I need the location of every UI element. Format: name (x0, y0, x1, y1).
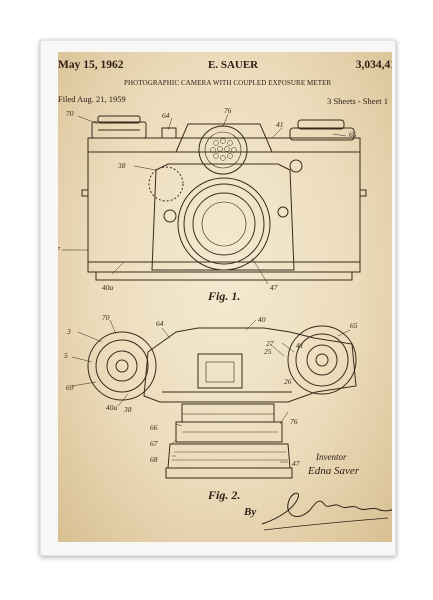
fig1-ref-47: 47 (270, 283, 278, 292)
fig2-ref-76: 76 (290, 417, 298, 426)
patent-number: 3,034,41 (355, 59, 392, 71)
fig1-ref-40a: 40a (102, 283, 114, 292)
fig2-ref-67: 67 (150, 439, 158, 448)
fig2-ref-47: 47 (292, 459, 300, 468)
patent-title: PHOTOGRAPHIC CAMERA WITH COUPLED EXPOSUR… (124, 79, 332, 87)
attorney-signature (261, 492, 392, 531)
patent-filed-date: Filed Aug. 21, 1959 (58, 94, 126, 104)
fig2-ref-69: 69 (66, 383, 74, 392)
fig1-label: Fig. 1. (208, 289, 241, 303)
fig2-ref-64: 64 (156, 319, 164, 328)
fig2-camera-top-drawing: 3 70 64 40 65 5 27 25 41 69 26 40a 38 66… (64, 313, 358, 479)
fig2-ref-26: 26 (284, 377, 292, 386)
fig1-ref-76: 76 (224, 106, 232, 115)
inventor-label: Inventor (316, 452, 347, 462)
fig2-ref-41: 41 (296, 341, 304, 350)
fig2-ref-3: 3 (66, 327, 71, 336)
fig2-ref-38: 38 (123, 405, 132, 414)
fig2-ref-40: 40 (258, 315, 266, 324)
patent-inventor-header: E. SAUER (208, 59, 259, 71)
patent-sheet-count: 3 Sheets - Sheet 1 (327, 96, 388, 106)
fig1-ref-65: 65 (349, 130, 357, 139)
fig1-ref-7: 7 (58, 245, 60, 254)
fig1-ref-41: 41 (276, 120, 284, 129)
fig2-ref-5: 5 (64, 351, 68, 360)
fig1-ref-38: 38 (117, 161, 126, 170)
patent-paper: May 15, 1962 E. SAUER 3,034,41 PHOTOGRAP… (58, 52, 392, 542)
fig2-ref-66: 66 (150, 423, 158, 432)
fig2-ref-27: 27 (266, 339, 274, 348)
by-label: By (244, 506, 257, 518)
fig2-ref-25: 25 (264, 347, 272, 356)
fig1-camera-front-drawing: 70 76 64 41 65 38 7 40a 47 (58, 106, 367, 292)
patent-date: May 15, 1962 (58, 59, 124, 71)
fig2-label: Fig. 2. (208, 488, 241, 502)
fig1-ref-64: 64 (162, 111, 170, 120)
fig2-ref-68: 68 (150, 455, 158, 464)
fig1-ref-70: 70 (66, 109, 74, 118)
fig2-ref-65: 65 (350, 321, 358, 330)
fig2-ref-40a: 40a (106, 403, 118, 412)
inventor-name: Edna Saver (308, 465, 360, 477)
fig2-ref-70: 70 (102, 313, 110, 322)
